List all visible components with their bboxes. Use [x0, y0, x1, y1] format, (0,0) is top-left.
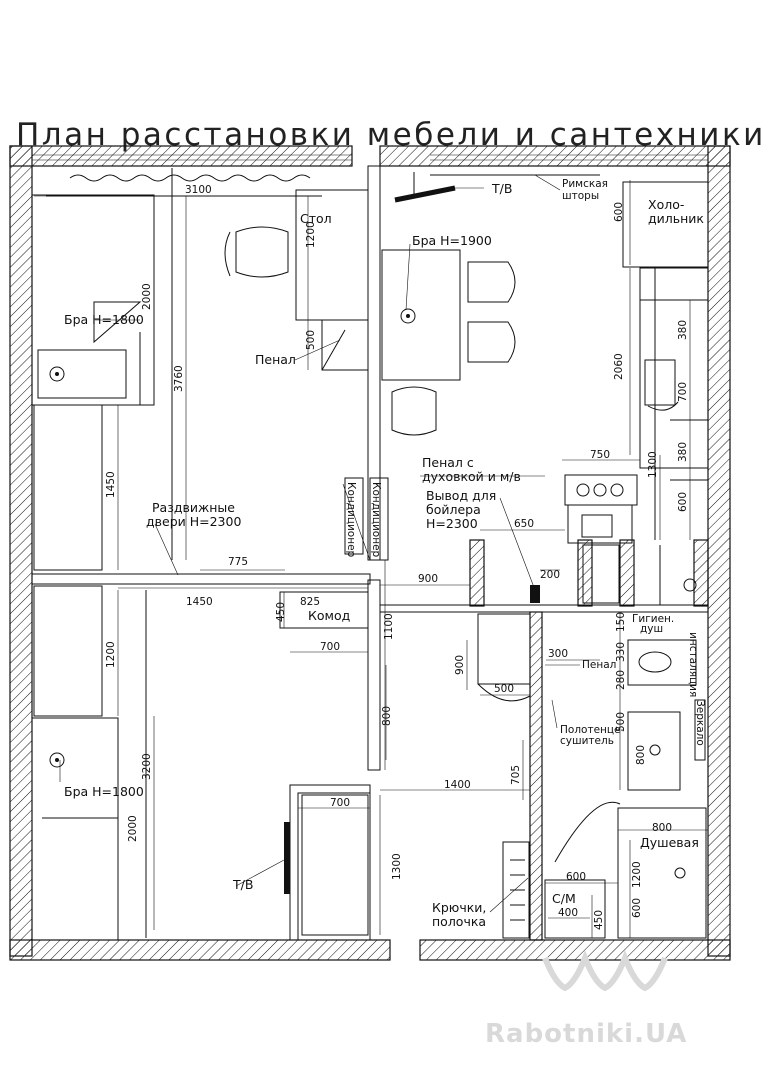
dim-500-b: 500: [494, 683, 514, 695]
leader-lines: [59, 174, 580, 913]
dim-2000-b: 2000: [127, 815, 139, 842]
dim-2060: 2060: [613, 353, 625, 380]
dim-1200-c: 1200: [631, 861, 643, 888]
dim-1400: 1400: [444, 779, 471, 791]
label-holod-2: дильник: [648, 211, 704, 226]
outer-walls: [9, 145, 731, 961]
dim-800-c: 800: [652, 822, 672, 834]
label-vyvod-2: бойлера: [426, 502, 481, 517]
label-holod-1: Холо-: [648, 197, 684, 212]
dim-1200-a: 1200: [305, 221, 317, 248]
label-zerkalo: Зеркало: [694, 700, 706, 746]
label-stol: Стол: [300, 211, 332, 226]
dim-280: 280: [615, 670, 627, 690]
label-penal-left: Пенал: [255, 352, 296, 367]
dim-800-a: 800: [635, 745, 647, 765]
label-gigien-1: Гигиен.: [632, 613, 674, 625]
dimension-texts: 3100 1200 500 2000 3760 1450 775 825 145…: [105, 184, 689, 930]
dim-1300-b: 1300: [391, 853, 403, 880]
label-polot-2: сушитель: [560, 735, 614, 747]
dim-1100: 1100: [383, 613, 395, 640]
dim-700-a: 700: [320, 641, 340, 653]
dim-500-c: 500: [615, 712, 627, 732]
label-sm: С/М: [552, 891, 576, 906]
label-polot-1: Полотенце-: [560, 724, 625, 736]
label-vyvod-3: Н=2300: [426, 516, 478, 531]
dim-825: 825: [300, 596, 320, 608]
dim-3760: 3760: [173, 365, 185, 392]
dim-600-d: 600: [566, 871, 586, 883]
dim-600-c: 600: [631, 898, 643, 918]
dim-3100: 3100: [185, 184, 212, 196]
dim-1450-v: 1450: [105, 471, 117, 498]
dim-700-b: 700: [677, 382, 689, 402]
label-komod: Комод: [308, 608, 350, 623]
dim-380-a: 380: [677, 320, 689, 340]
dim-2000-a: 2000: [141, 283, 153, 310]
label-kond-2: Кондиционер: [370, 482, 382, 558]
dim-900-h: 900: [418, 573, 438, 585]
label-penal-bath: Пенал: [582, 659, 616, 671]
label-bra-1800-top: Бра Н=1800: [64, 312, 144, 327]
dim-3200: 3200: [141, 753, 153, 780]
label-installation: инсталяция: [687, 632, 699, 697]
labels: Стол Бра Н=1900 Т/В Римская шторы Холо- …: [64, 178, 706, 929]
label-tv-bottom: Т/В: [232, 877, 253, 892]
label-tv-top: Т/В: [491, 181, 512, 196]
dim-300: 300: [548, 648, 568, 660]
dim-750: 750: [590, 449, 610, 461]
dim-380-b: 380: [677, 442, 689, 462]
label-kryuchki-2: полочка: [432, 914, 486, 929]
label-vyvod-1: Вывод для: [426, 488, 496, 503]
dim-1200-b: 1200: [105, 641, 117, 668]
dimension-lines: [34, 180, 708, 938]
label-penal-duh-2: духовкой и м/в: [422, 469, 521, 484]
label-rimskaya-1: Римская: [562, 178, 608, 190]
dim-400: 400: [558, 907, 578, 919]
interior-walls: [31, 165, 709, 941]
label-rimskaya-2: шторы: [562, 190, 599, 202]
dim-600-a: 600: [613, 202, 625, 222]
dim-330: 330: [615, 642, 627, 662]
dim-500-a: 500: [305, 330, 317, 350]
dim-705: 705: [510, 765, 522, 785]
dim-600-b: 600: [677, 492, 689, 512]
label-razdv-1: Раздвижные: [152, 500, 235, 515]
dim-450-b: 450: [593, 910, 605, 930]
watermark-text: Rabotniki.UA: [485, 1019, 687, 1049]
dim-1450-h: 1450: [186, 596, 213, 608]
label-bra-1900: Бра Н=1900: [412, 233, 492, 248]
label-dush: Душевая: [640, 835, 699, 850]
dim-800-b: 800: [381, 706, 393, 726]
bathroom: [477, 585, 707, 939]
dim-650: 650: [514, 518, 534, 530]
top-windows: [32, 154, 708, 182]
label-bra-1800-bottom: Бра Н=1800: [64, 784, 144, 799]
dim-150: 150: [615, 612, 627, 632]
kitchen: [381, 172, 709, 605]
label-razdv-2: двери Н=2300: [146, 514, 241, 529]
dim-700-c: 700: [330, 797, 350, 809]
label-kond-1: Кондиционер: [345, 482, 357, 558]
label-gigien-2: душ: [640, 623, 663, 635]
bedroom-bottom: [31, 585, 369, 941]
dim-900-v: 900: [454, 655, 466, 675]
dim-1300-a: 1300: [647, 451, 659, 478]
watermark: Rabotniki.UA: [485, 949, 687, 1049]
dim-200: 200: [540, 569, 560, 581]
label-kryuchki-1: Крючки,: [432, 900, 486, 915]
dim-450-a: 450: [275, 602, 287, 622]
label-penal-duh-1: Пенал с: [422, 455, 474, 470]
dim-775: 775: [228, 556, 248, 568]
